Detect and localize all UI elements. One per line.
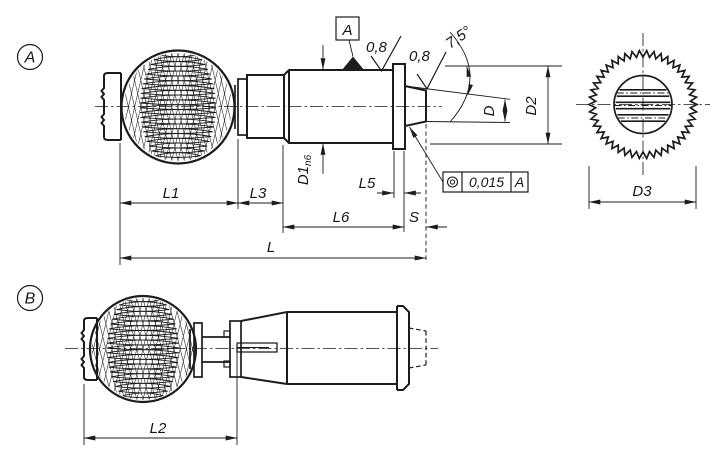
dim-d: D <box>481 99 508 122</box>
datum-stem <box>348 39 354 57</box>
roughness-value: 0,8 <box>366 39 388 56</box>
ball-knurl-b <box>92 298 194 400</box>
taper-angle-callout: 7,5° <box>443 23 475 123</box>
dim-d3-label: D3 <box>632 183 652 200</box>
tolerance-frame-box <box>442 171 529 193</box>
roughness-symbol-pin: 0,8 <box>409 48 447 90</box>
dim-l6: L6 <box>282 209 405 230</box>
angle-value: 7,5° <box>443 23 475 52</box>
dim-s: S <box>409 209 447 230</box>
flange-a <box>392 63 406 150</box>
roughness-check-icon <box>370 35 402 73</box>
view-a-label: A <box>16 43 44 71</box>
dim-d-label: D <box>481 105 498 116</box>
datum-triangle-icon <box>342 56 364 70</box>
datum-letter: A <box>341 22 352 39</box>
dim-l5-label: L5 <box>359 175 376 192</box>
angle-arrow-down-icon <box>467 83 473 96</box>
tolerance-value: 0,015 <box>469 174 504 190</box>
dim-d2-label: D2 <box>523 96 540 116</box>
end-view: D3 <box>576 33 710 209</box>
view-a-label-circle <box>16 43 44 71</box>
taper-section-b <box>240 311 288 385</box>
end-view-knurl-lines <box>614 88 672 123</box>
dim-l2-label: L2 <box>150 420 167 437</box>
front-ring-b <box>229 320 242 378</box>
angle-arc <box>449 31 471 123</box>
view-b-label: B <box>16 284 44 312</box>
pin-a <box>404 85 427 127</box>
extension-lines-a <box>119 124 427 265</box>
roughness-value: 0,8 <box>409 48 431 65</box>
dim-l1: L1 <box>119 185 239 206</box>
dim-d2: D2 <box>523 65 551 145</box>
dim-d1-label: D1n6 <box>295 154 314 185</box>
dim-d1: D1n6 <box>295 45 326 185</box>
taper-extension-top <box>404 85 511 100</box>
dim-s-label: S <box>409 209 419 226</box>
ball-knob-b <box>88 294 198 404</box>
datum-flag: A <box>335 16 364 70</box>
view-a-label-text: A <box>24 50 36 67</box>
sleeve-body-a <box>283 69 393 144</box>
dim-l-label: L <box>267 239 275 256</box>
tolerance-frame: 0,015 A <box>409 126 529 193</box>
knurled-ring <box>587 48 699 161</box>
view-b: B L2 <box>16 284 438 445</box>
pin-retracted-phantom-b <box>408 327 427 369</box>
tolerance-datum: A <box>514 174 524 190</box>
flange-b <box>396 305 410 391</box>
tolerance-leader <box>409 126 444 183</box>
knob-flat-b <box>80 317 98 381</box>
dim-l: L <box>119 239 427 261</box>
dim-d3: D3 <box>588 166 697 209</box>
angle-arrow-up-icon <box>466 65 472 78</box>
knob-collar-a <box>237 78 248 136</box>
ball-knurl-a <box>124 53 232 161</box>
datum-box <box>335 16 360 41</box>
concentricity-icon <box>446 176 459 188</box>
dim-l5: L5 <box>359 175 421 196</box>
dim-l6-label: L6 <box>333 209 350 226</box>
dim-l3: L3 <box>237 185 284 206</box>
roughness-symbol-top: 0,8 <box>366 35 402 73</box>
view-a: A A <box>16 16 562 265</box>
roughness-check-icon <box>416 51 447 90</box>
dim-l2: L2 <box>83 352 238 445</box>
stem-b <box>202 336 230 363</box>
dim-l3-label: L3 <box>250 185 267 202</box>
stem-tab-top <box>223 330 231 338</box>
end-view-inner-circle <box>613 74 673 135</box>
knob-collar-b <box>193 322 203 378</box>
view-b-label-circle <box>16 284 44 312</box>
sleeve-body-b <box>287 311 397 385</box>
view-b-label-text: B <box>25 291 36 308</box>
dim-l1-label: L1 <box>163 185 180 202</box>
pin-extension-bottom <box>425 121 511 123</box>
